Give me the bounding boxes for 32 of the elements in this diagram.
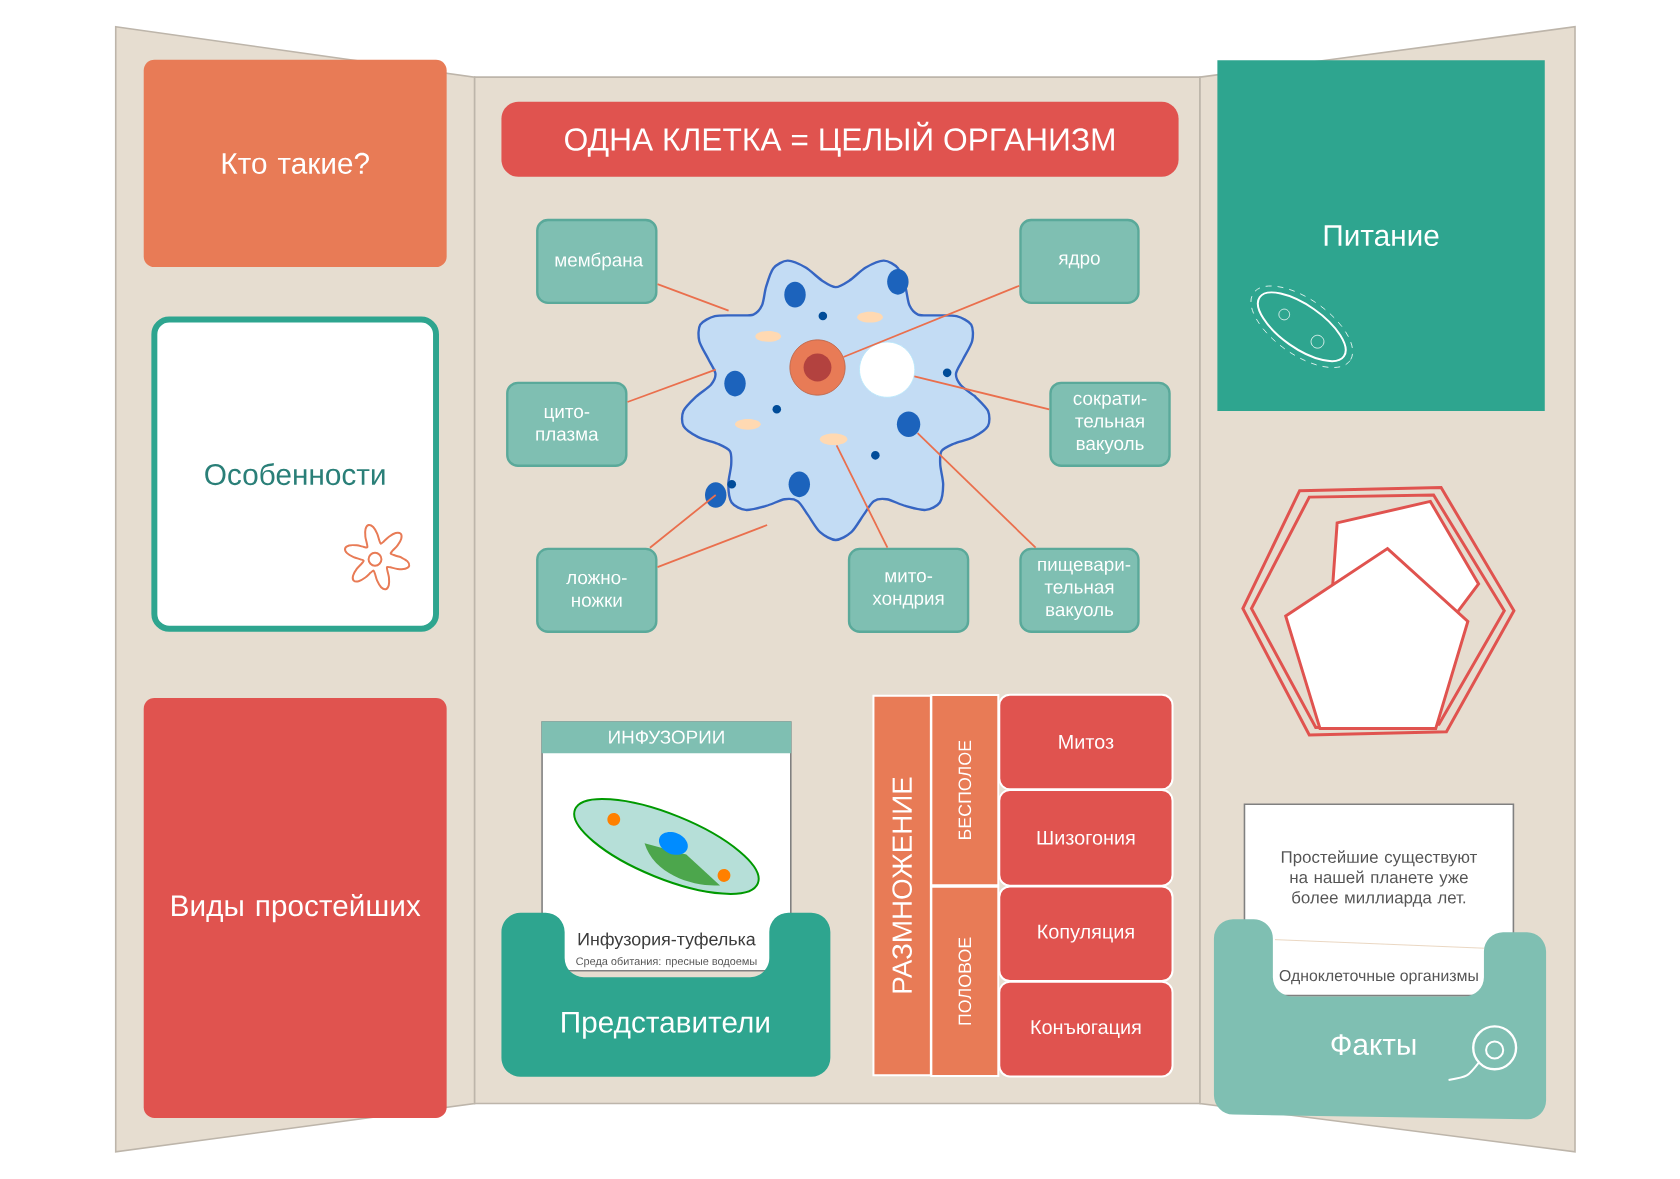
topic-card: Питание bbox=[1217, 60, 1545, 412]
method-box: Шизогония bbox=[998, 789, 1174, 887]
leader-line bbox=[626, 368, 717, 404]
label-box: мембрана bbox=[536, 219, 658, 305]
leader-line bbox=[913, 375, 1051, 411]
fact-card: Простейшие существуют на нашей планете уже более миллиарда лет. Одноклеточные организмы bbox=[1243, 803, 1515, 997]
leader-line bbox=[649, 494, 717, 549]
title-banner: ОДНА КЛЕТКА = ЦЕЛЫЙ ОРГАНИЗМ bbox=[501, 102, 1179, 177]
category-band: ПОЛОВОЕ bbox=[930, 886, 1000, 1078]
category-band: РАЗМНОЖЕНИЕ bbox=[872, 695, 932, 1077]
method-box: Копуляция bbox=[998, 885, 1174, 983]
leader-line bbox=[842, 285, 1021, 359]
leader-line bbox=[916, 432, 1037, 549]
leader-line bbox=[835, 444, 889, 549]
topic-card: Особенности bbox=[151, 316, 439, 632]
mitochondrion bbox=[819, 433, 848, 446]
method-box: Митоз bbox=[998, 693, 1174, 791]
label-box: цито- плазма bbox=[506, 381, 628, 468]
method-box: Конъюгация bbox=[998, 981, 1174, 1078]
nucleus bbox=[789, 339, 846, 396]
topic-card: Кто такие? bbox=[143, 59, 447, 268]
vacuole bbox=[896, 411, 921, 438]
leader-line bbox=[656, 524, 769, 569]
leader-line bbox=[656, 283, 730, 312]
topic-card: Виды простейших bbox=[143, 698, 447, 1119]
category-band: БЕСПОЛОЕ bbox=[930, 694, 1000, 887]
label-box: мито- хондрия bbox=[847, 547, 970, 634]
vacuole bbox=[859, 341, 916, 398]
label-box: ложно- ножки bbox=[536, 547, 658, 634]
label-box: ядро bbox=[1019, 219, 1140, 305]
label-box: сократи- тельная вакуоль bbox=[1049, 381, 1171, 468]
label-box: пищевари- тельная вакуоль bbox=[1019, 547, 1140, 634]
